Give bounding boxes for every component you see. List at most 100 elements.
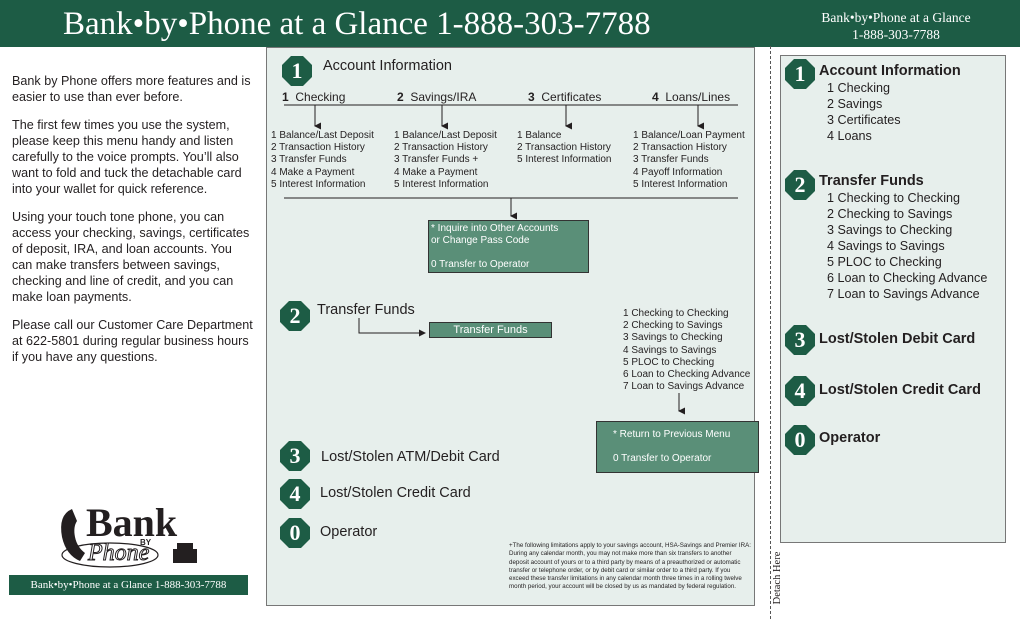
intro-paragraph-3: Using your touch tone phone, you can acc… (12, 210, 250, 304)
intro-text: Bank by Phone offers more features and i… (12, 73, 254, 377)
card-section-3-badge: 3 (785, 325, 815, 355)
category-savings: 2 Savings/IRA (397, 90, 476, 104)
card-transfer-list: 1 Checking to Checking 2 Checking to Sav… (827, 190, 987, 302)
card-section-4-badge: 4 (785, 376, 815, 406)
header-bar (0, 0, 1020, 47)
menu-option: 2 Transaction History (517, 142, 611, 154)
menu-option: 1 Balance (517, 130, 562, 141)
account-other-options-box: * Inquire into Other Accounts or Change … (428, 220, 589, 273)
detach-line (770, 46, 772, 619)
transfer-down-arrow (678, 393, 685, 415)
page-title: Bank•by•Phone at a Glance 1-888-303-7788 (63, 6, 651, 42)
menu-option: 2 Checking to Savings (623, 320, 723, 332)
menu-option: 3 Savings to Checking (623, 332, 723, 344)
section-4-badge: 4 (280, 479, 310, 509)
menu-option: 7 Loan to Savings Advance (623, 381, 745, 393)
account-info-heading: Account Information (323, 58, 452, 74)
category-certificates: 3 Certificates (528, 90, 601, 104)
wallet-card (780, 55, 1006, 543)
menu-option: 1 Balance/Last Deposit (394, 130, 497, 141)
operator-option: 0 Transfer to Operator (431, 259, 530, 271)
section-3-badge: 3 (280, 441, 310, 471)
card-operator-heading: Operator (819, 430, 881, 446)
transfer-return-box: * Return to Previous Menu 0 Transfer to … (596, 421, 759, 473)
category-num: 2 (397, 90, 404, 104)
card-list-item: 3 Savings to Checking (827, 223, 953, 237)
logo-text-by: BY (140, 538, 152, 547)
section-1-badge: 1 (282, 56, 312, 86)
card-list-item: 5 PLOC to Checking (827, 255, 942, 269)
menu-option: 4 Make a Payment (271, 166, 355, 178)
card-list-item: 1 Checking (827, 81, 891, 95)
category-num: 4 (652, 90, 659, 104)
card-section-1-badge: 1 (785, 59, 815, 89)
header-right-line2: 1-888-303-7788 (852, 27, 940, 42)
menu-option: 2 Transaction History (633, 142, 727, 154)
header-right-title: Bank•by•Phone at a Glance 1-888-303-7788 (796, 9, 996, 43)
lost-atm-heading: Lost/Stolen ATM/Debit Card (321, 449, 500, 465)
menu-option: 1 Balance/Last Deposit (271, 130, 374, 141)
menu-option: 2 Transaction History (394, 142, 488, 154)
card-list-item: 1 Checking to Checking (827, 191, 961, 205)
menu-option: 5 PLOC to Checking (623, 356, 715, 368)
category-checking: 1 Checking (282, 90, 345, 104)
certificates-options: 1 Balance 2 Transaction History 5 Intere… (517, 130, 612, 167)
menu-option: 4 Savings to Savings (623, 344, 717, 356)
category-label: Checking (295, 90, 346, 104)
section-0-badge: 0 (280, 518, 310, 548)
card-list-item: 2 Checking to Savings (827, 207, 953, 221)
menu-option: 2 Transaction History (271, 142, 365, 154)
intro-paragraph-2: The first few times you use the system, … (12, 118, 242, 196)
card-list-item: 4 Loans (827, 129, 872, 143)
menu-option: 5 Interest Information (633, 178, 728, 190)
phone-handset-icon (61, 509, 197, 568)
logo-text-bank: Bank (86, 500, 178, 545)
category-label: Savings/IRA (410, 90, 477, 104)
intro-paragraph-1: Bank by Phone offers more features and i… (12, 74, 251, 104)
savings-options: 1 Balance/Last Deposit 2 Transaction His… (394, 130, 497, 191)
card-transfer-heading: Transfer Funds (819, 173, 924, 189)
account-arrows (284, 104, 738, 220)
bank-by-phone-logo: Bank BY Phone (52, 501, 212, 571)
card-lost-credit-heading: Lost/Stolen Credit Card (819, 382, 981, 398)
category-label: Certificates (541, 90, 602, 104)
pass-code-option: or Change Pass Code (431, 235, 530, 247)
category-num: 3 (528, 90, 535, 104)
transfer-limitations-fine-print: +The following limitations apply to your… (509, 542, 751, 591)
card-list-item: 2 Savings (827, 97, 883, 111)
card-list-item: 4 Savings to Savings (827, 239, 945, 253)
card-section-0-badge: 0 (785, 425, 815, 455)
menu-option: 4 Payoff Information (633, 166, 723, 178)
bottom-card-title: Bank•by•Phone at a Glance 1-888-303-7788 (9, 575, 248, 595)
menu-option: 5 Interest Information (394, 178, 489, 190)
transfer-arrow (358, 318, 426, 337)
card-list-item: 6 Loan to Checking Advance (827, 271, 988, 285)
menu-option: 3 Transfer Funds (633, 154, 709, 166)
logo-text-phone: Phone (87, 540, 150, 567)
card-section-2-badge: 2 (785, 170, 815, 200)
category-loans: 4 Loans/Lines (652, 90, 730, 104)
menu-option: 5 Interest Information (517, 154, 612, 166)
transfer-options: 1 Checking to Checking 2 Checking to Sav… (623, 308, 750, 393)
loans-options: 1 Balance/Loan Payment 2 Transaction His… (633, 130, 745, 191)
lost-credit-heading: Lost/Stolen Credit Card (320, 485, 471, 501)
card-list-item: 3 Certificates (827, 113, 901, 127)
menu-option: 4 Make a Payment (394, 166, 478, 178)
menu-option: 1 Balance/Loan Payment (633, 130, 745, 141)
card-list-item: 7 Loan to Savings Advance (827, 287, 980, 301)
category-label: Loans/Lines (665, 90, 731, 104)
other-accounts-option: * Inquire into Other Accounts (431, 223, 559, 234)
menu-option: 6 Loan to Checking Advance (623, 369, 751, 381)
menu-option: 3 Transfer Funds + (394, 154, 479, 166)
card-lost-debit-heading: Lost/Stolen Debit Card (819, 331, 976, 347)
card-account-heading: Account Information (819, 63, 961, 79)
card-account-list: 1 Checking 2 Savings 3 Certificates 4 Lo… (827, 80, 901, 144)
menu-option: 1 Checking to Checking (623, 308, 729, 319)
menu-option: 3 Transfer Funds (271, 154, 347, 166)
menu-option: 5 Interest Information (271, 178, 366, 190)
header-right-line1: Bank•by•Phone at a Glance (821, 10, 971, 25)
return-previous-option: * Return to Previous Menu (613, 429, 731, 440)
operator-option: 0 Transfer to Operator (613, 453, 712, 465)
category-num: 1 (282, 90, 289, 104)
transfer-funds-heading: Transfer Funds (317, 302, 415, 318)
